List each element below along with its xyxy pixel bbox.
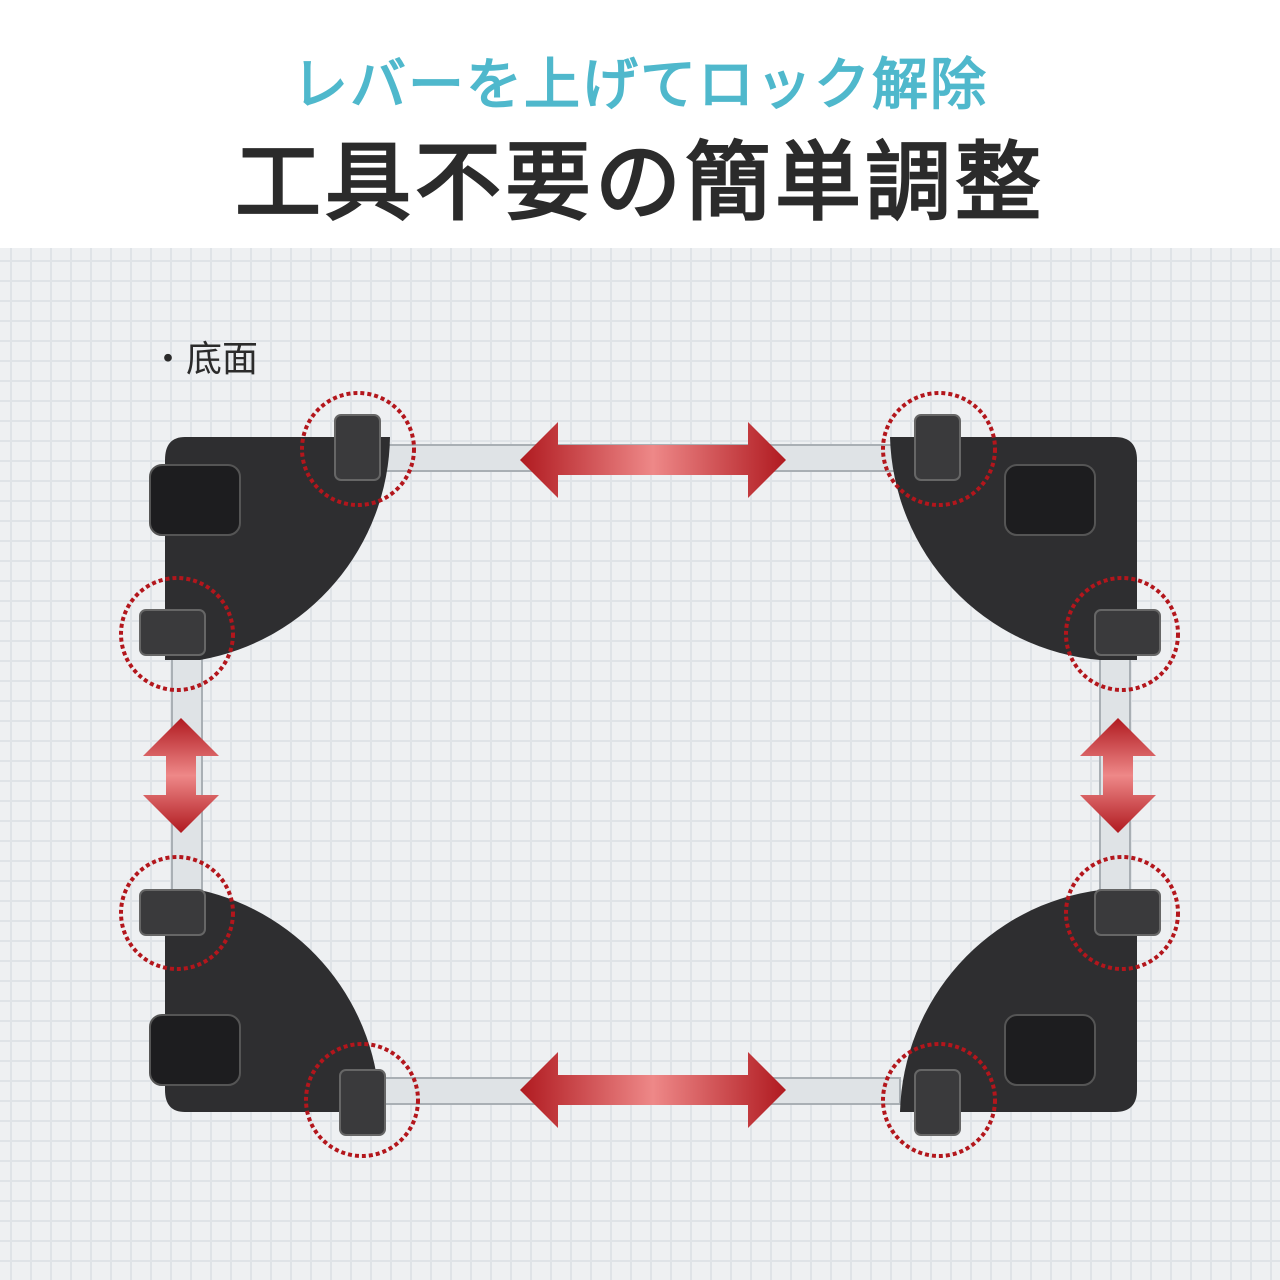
lever-icon <box>139 609 206 656</box>
subtitle: レバーを上げてロック解除 <box>292 53 988 118</box>
lever-icon <box>1094 609 1161 656</box>
lever-icon <box>914 1069 961 1136</box>
caster-icon <box>149 1014 241 1086</box>
highlight-circle <box>304 1042 420 1158</box>
title: 工具不要の簡単調整 <box>235 133 1045 233</box>
highlight-circle <box>119 576 235 692</box>
casters <box>149 464 1096 1086</box>
levers <box>139 414 1161 1136</box>
highlight-circle <box>119 855 235 971</box>
caster-icon <box>1004 464 1096 536</box>
lever-highlights <box>119 391 1180 1158</box>
highlight-circle <box>881 391 997 507</box>
vertical-arrow-icon <box>143 718 219 833</box>
caster-icon <box>1004 1014 1096 1086</box>
lever-icon <box>139 889 206 936</box>
highlight-circle <box>300 391 416 507</box>
caster-icon <box>149 464 241 536</box>
view-label: ・底面 <box>150 339 259 380</box>
horizontal-arrow-icon <box>520 422 786 498</box>
lever-icon <box>339 1069 386 1136</box>
lever-icon <box>914 414 961 481</box>
vertical-arrow-icon <box>1080 718 1156 833</box>
lever-icon <box>334 414 381 481</box>
horizontal-arrow-icon <box>520 1052 786 1128</box>
highlight-circle <box>881 1042 997 1158</box>
corner-plates <box>165 437 1137 1112</box>
highlight-circle <box>1064 576 1180 692</box>
highlight-circle <box>1064 855 1180 971</box>
lever-icon <box>1094 889 1161 936</box>
header: レバーを上げてロック解除 工具不要の簡単調整 <box>0 0 1280 248</box>
